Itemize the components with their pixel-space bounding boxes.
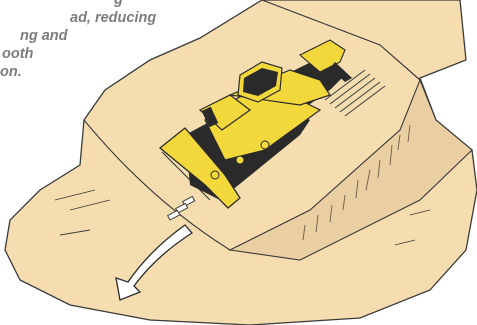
caption-line-3: ng and <box>20 27 200 45</box>
caption-text: g ad, reducing ng and ooth on. <box>0 0 200 81</box>
caption-line-4: ooth <box>2 45 200 63</box>
caption-line-2: ad, reducing <box>70 9 200 27</box>
caption-line-5: on. <box>0 63 200 81</box>
caption-line-1: g <box>114 0 200 9</box>
